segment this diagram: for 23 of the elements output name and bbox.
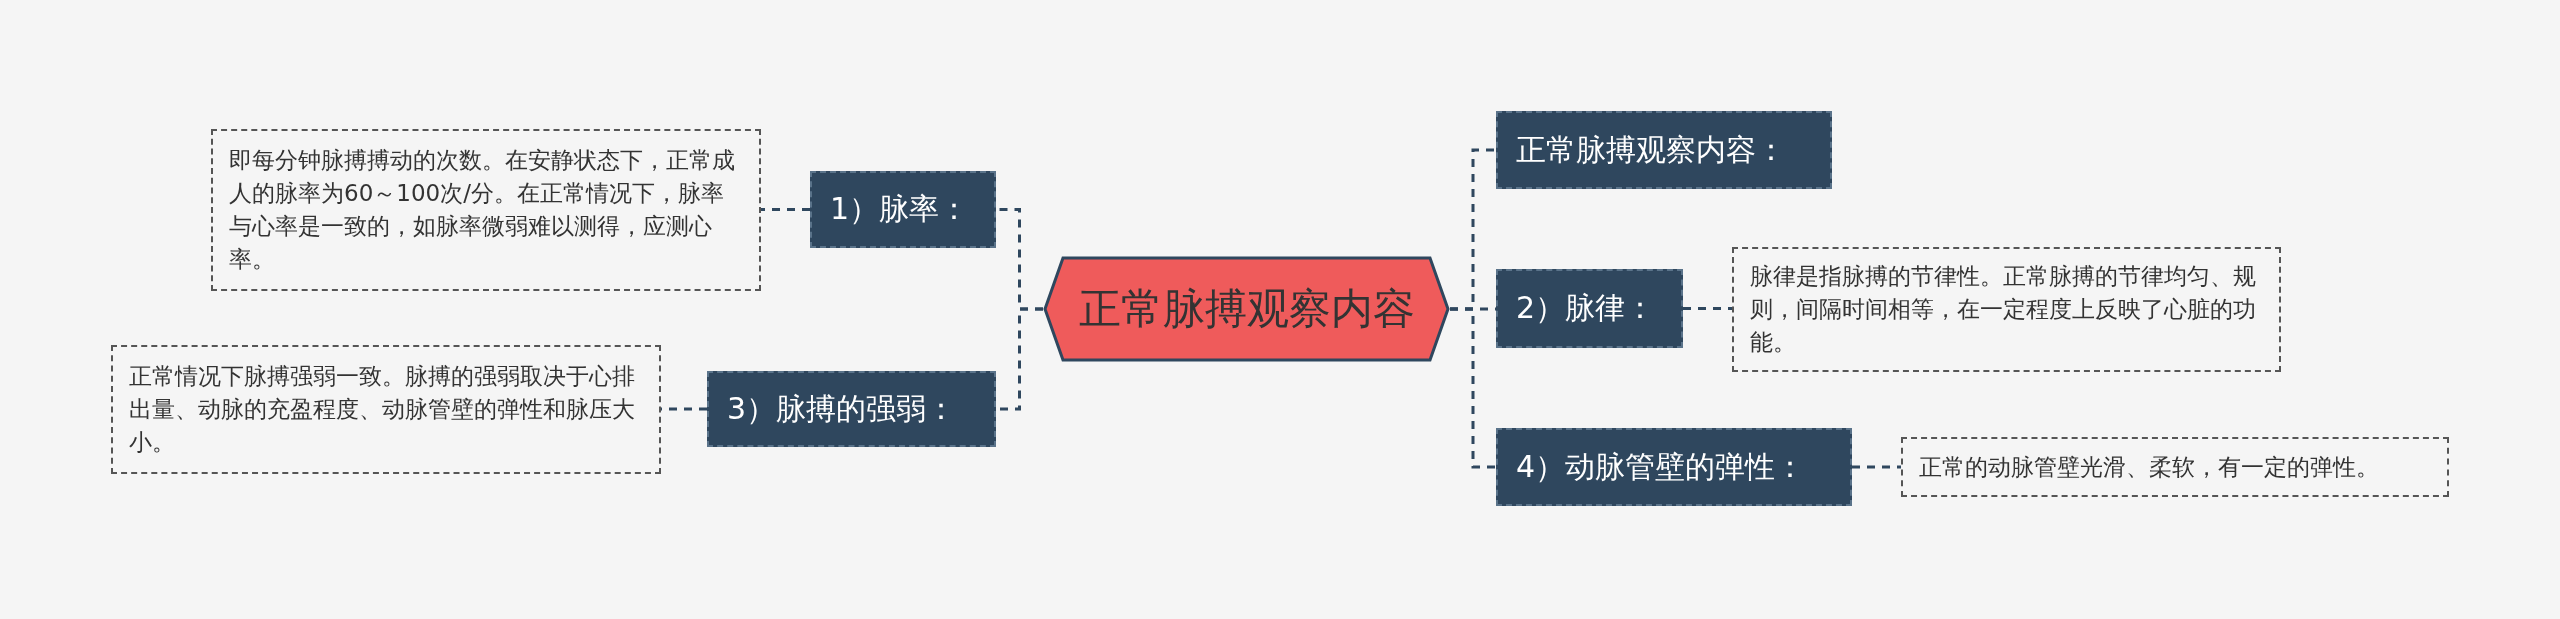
topic-text: 2）脉律：	[1516, 289, 1656, 327]
topic-text: 4）动脉管壁的弹性：	[1516, 447, 1806, 486]
topic-box	[810, 171, 996, 248]
note-box	[1732, 247, 2281, 372]
topic-box	[707, 371, 996, 447]
connector-line	[1450, 307, 1496, 469]
note-box	[211, 129, 761, 291]
note-text: 即每分钟脉搏搏动的次数。在安静状态下，正常成人的脉率为60～100次/分。在正常情况下，脉率与心率是一致的，如脉率微弱难以测得，应测心率。	[229, 146, 736, 274]
topic-text: 1）脉率：	[830, 190, 970, 228]
topic-text: 3）脉搏的强弱：	[727, 389, 957, 428]
note-text: 正常的动脉管壁光滑、柔软，有一定的弹性。	[1919, 452, 2379, 482]
note-text: 正常情况下脉搏强弱一致。脉搏的强弱取决于心排出量、动脉的充盈程度、动脉管壁的弹性和脉压大小。	[129, 362, 636, 457]
connector-line	[1852, 465, 1901, 469]
connector-line	[761, 208, 810, 211]
central-topic-text: 正常脉搏观察内容	[1078, 283, 1415, 335]
note-box	[1901, 437, 2449, 497]
note-box	[111, 345, 661, 474]
topic-box	[1496, 428, 1852, 506]
topic-box	[1496, 111, 1832, 189]
note-text: 脉律是指脉搏的节律性。正常脉搏的节律均匀、规则，间隔时间相等，在一定程度上反映了心脏的功能。	[1750, 262, 2257, 357]
connector-line	[1683, 307, 1732, 310]
topic-box	[1496, 269, 1683, 348]
topic-text: 正常脉搏观察内容：	[1516, 130, 1786, 169]
